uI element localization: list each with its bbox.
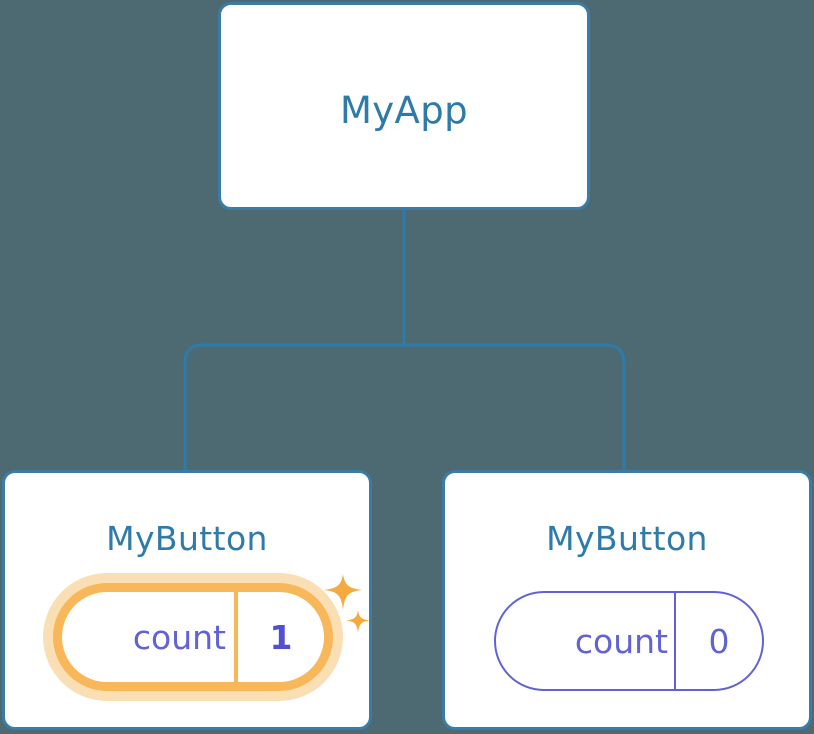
state-key-label: count [574, 621, 668, 661]
state-pill-highlighted[interactable]: count 1 [53, 583, 333, 691]
node-mybutton-right[interactable]: MyButton count 0 [442, 470, 812, 730]
node-mybutton-right-title: MyButton [546, 519, 708, 558]
state-pill-highlighted-wrap[interactable]: count 1 [43, 573, 370, 701]
node-myapp-title: MyApp [339, 89, 469, 132]
state-pill-plain[interactable]: count 0 [494, 591, 764, 691]
sparkle-large-icon [324, 574, 362, 610]
sparkle-small-icon [346, 610, 370, 633]
state-key-label: count [132, 617, 226, 657]
connector-children-bus [183, 343, 626, 470]
node-mybutton-left[interactable]: MyButton count 1 [2, 470, 372, 730]
state-value-label: 0 [674, 593, 762, 689]
node-myapp[interactable]: MyApp [218, 2, 590, 210]
state-pill-plain-wrap[interactable]: count 0 [494, 591, 764, 691]
state-value-label: 1 [234, 592, 324, 682]
node-mybutton-left-title: MyButton [106, 519, 268, 558]
